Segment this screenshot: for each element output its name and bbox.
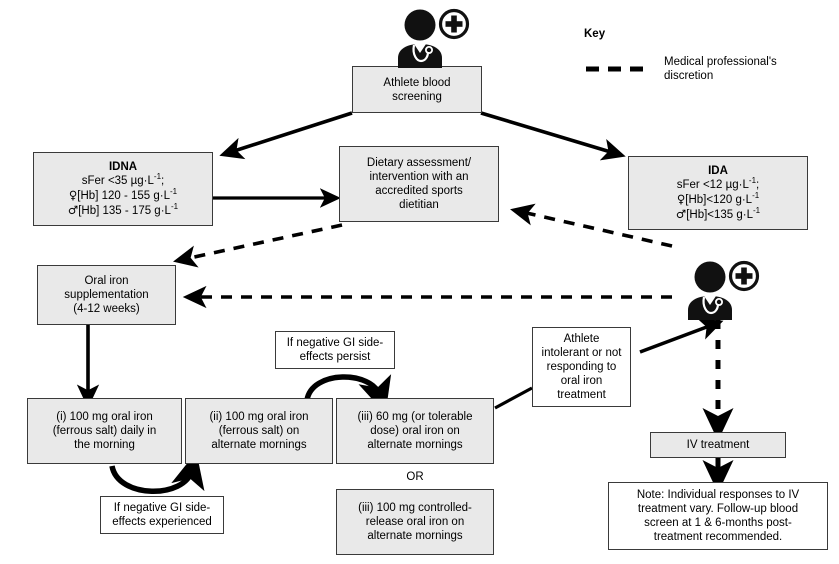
gi-experienced-line1: If negative GI side- xyxy=(113,502,211,514)
female-symbol-icon: ♀ xyxy=(68,188,78,202)
option-iii-b-line3: alternate mornings xyxy=(367,530,463,542)
box-option-i[interactable]: (i) 100 mg oral iron (ferrous salt) dail… xyxy=(27,398,182,464)
arrow-idna-to-oral-iron-dashed xyxy=(173,223,343,268)
or-label: OR xyxy=(406,471,424,483)
box-gi-side-effects-experienced[interactable]: If negative GI side- effects experienced xyxy=(100,496,224,534)
blood-screening-line1: Athlete blood xyxy=(383,76,451,89)
female-symbol-icon: ♀ xyxy=(676,192,686,206)
key-dashed-label: Medical professional's discretion xyxy=(664,55,824,83)
box-athlete-blood-screening[interactable]: Athlete blood screening xyxy=(352,66,482,113)
box-ida[interactable]: IDA sFer <12 µg·L-1; ♀[Hb]<120 g·L-1 ♂[H… xyxy=(628,156,808,230)
idna-heading: IDNA xyxy=(108,161,138,173)
option-ii-line1: (ii) 100 mg oral iron xyxy=(209,411,309,423)
option-ii-line3: alternate mornings xyxy=(211,439,307,451)
box-option-ii[interactable]: (ii) 100 mg oral iron (ferrous salt) on … xyxy=(185,398,333,464)
box-iv-note[interactable]: Note: Individual responses to IV treatme… xyxy=(608,482,828,550)
ida-line2: ♀[Hb]<120 g·L-1 xyxy=(676,191,760,206)
arrow-option-ii-to-option-iii-curve xyxy=(304,374,392,414)
doctor-with-medical-cross-icon xyxy=(390,6,474,68)
idna-line3: ♂[Hb] 135 - 175 g·L-1 xyxy=(67,202,179,217)
option-iii-a-line3: alternate mornings xyxy=(367,439,463,451)
ida-heading: IDA xyxy=(708,165,728,177)
arrow-intolerant-to-doctor xyxy=(639,318,724,354)
intolerant-line5: treatment xyxy=(557,389,606,401)
dietary-line4: dietitian xyxy=(399,199,439,211)
idna-line1: sFer <35 µg·L-1; xyxy=(81,172,165,187)
key-dashed-label-line2: discretion xyxy=(664,70,714,82)
option-ii-line2: (ferrous salt) on xyxy=(218,425,300,437)
arrow-option-i-to-option-ii-curve xyxy=(109,451,205,494)
note-line2: treatment vary. Follow-up blood xyxy=(637,503,799,515)
intolerant-line4: oral iron xyxy=(560,375,603,387)
blood-screening-line2: screening xyxy=(392,90,442,103)
key-title: Key xyxy=(584,28,606,40)
arrow-screening-to-idna xyxy=(219,111,353,160)
gi-persist-line2: effects persist xyxy=(299,351,371,363)
intolerant-line1: Athlete xyxy=(563,333,600,345)
dietary-line2: intervention with an xyxy=(369,171,469,183)
male-symbol-icon: ♂ xyxy=(67,203,79,217)
option-i-line2: (ferrous salt) daily in xyxy=(52,425,157,437)
intolerant-line2: intolerant or not xyxy=(541,347,622,359)
option-iii-a-line1: (iii) 60 mg (or tolerable xyxy=(357,411,473,423)
key-dashed-line-icon xyxy=(584,60,652,72)
gi-persist-line1: If negative GI side- xyxy=(286,337,384,349)
key-dashed-label-line1: Medical professional's xyxy=(664,56,777,68)
doctor-with-medical-cross-icon-right xyxy=(680,258,764,320)
box-gi-side-effects-persist[interactable]: If negative GI side- effects persist xyxy=(275,331,395,369)
oral-supp-line3: (4-12 weeks) xyxy=(73,303,140,315)
option-iii-b-line2: release oral iron on xyxy=(365,516,465,528)
option-i-line1: (i) 100 mg oral iron xyxy=(56,411,153,423)
option-i-line3: the morning xyxy=(74,439,135,451)
idna-line2: ♀[Hb] 120 - 155 g·L-1 xyxy=(68,187,178,202)
male-symbol-icon: ♂ xyxy=(675,207,687,221)
box-athlete-intolerant[interactable]: Athlete intolerant or not responding to … xyxy=(532,327,631,407)
box-iv-treatment[interactable]: IV treatment xyxy=(650,432,786,458)
oral-supp-line1: Oral iron xyxy=(84,275,129,287)
note-line4: treatment recommended. xyxy=(653,531,783,543)
dietary-line3: accredited sports xyxy=(375,185,463,197)
box-idna[interactable]: IDNA sFer <35 µg·L-1; ♀[Hb] 120 - 155 g·… xyxy=(33,152,213,226)
note-line3: screen at 1 & 6-months post- xyxy=(644,517,792,529)
dietary-line1: Dietary assessment/ xyxy=(366,157,472,169)
gi-experienced-line2: effects experienced xyxy=(112,516,212,528)
ida-line1: sFer <12 µg·L-1; xyxy=(676,176,760,191)
ida-line3: ♂[Hb]<135 g·L-1 xyxy=(675,206,761,221)
iv-treatment-label: IV treatment xyxy=(686,439,750,451)
box-option-iii-b[interactable]: (iii) 100 mg controlled- release oral ir… xyxy=(336,489,494,555)
note-line1: Note: Individual responses to IV xyxy=(636,489,800,501)
box-oral-iron-supplementation[interactable]: Oral iron supplementation (4-12 weeks) xyxy=(37,265,176,325)
option-iii-b-line1: (iii) 100 mg controlled- xyxy=(358,502,472,514)
option-iii-a-line2: dose) oral iron on xyxy=(370,425,460,437)
box-dietary-assessment[interactable]: Dietary assessment/ intervention with an… xyxy=(339,146,499,222)
oral-supp-line2: supplementation xyxy=(64,289,149,301)
box-option-iii-a[interactable]: (iii) 60 mg (or tolerable dose) oral iro… xyxy=(336,398,494,464)
intolerant-line3: responding to xyxy=(546,361,617,373)
arrow-screening-to-ida xyxy=(480,111,626,161)
arrow-option-iii-to-intolerant xyxy=(494,386,533,410)
